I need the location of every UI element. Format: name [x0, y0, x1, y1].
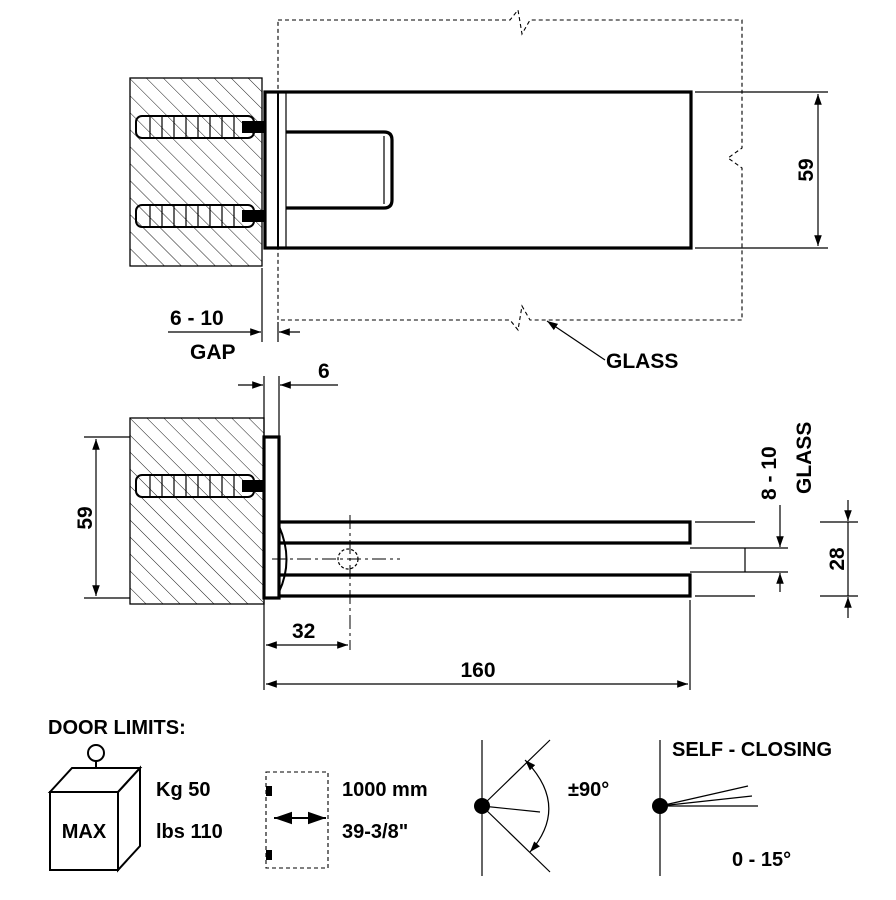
- wall-section-side: [129, 417, 265, 605]
- length-dimension: 160: [460, 659, 495, 682]
- weight-box-icon: [47, 744, 143, 873]
- top-height-dimension: 59: [795, 158, 818, 181]
- door-width-icon: [265, 771, 329, 869]
- side-height-dimension: 59: [74, 506, 97, 529]
- glass-label-side: GLASS: [793, 422, 816, 494]
- hinge-arm-upper: [279, 520, 692, 545]
- top-view: 59 6 - 10 GAP GLASS: [129, 8, 828, 373]
- width-inches: 39-3/8": [342, 821, 408, 843]
- glass-outline-top: [277, 8, 743, 332]
- weight-kg: Kg 50: [156, 779, 210, 801]
- gap-value: 6 - 10: [170, 307, 224, 330]
- wall-anchor-top-1: [135, 115, 264, 139]
- width-mm: 1000 mm: [342, 779, 428, 801]
- hinge-tongue-top: [286, 130, 394, 210]
- slot-dimension: 28: [826, 547, 849, 571]
- max-label: MAX: [62, 821, 107, 843]
- gap-label: GAP: [190, 341, 236, 364]
- pivot-dimension: 32: [292, 620, 315, 643]
- self-closing-range: 0 - 15°: [732, 849, 791, 871]
- wall-anchor-side: [135, 474, 264, 498]
- self-closing-icon: [652, 740, 758, 876]
- door-limits-title: DOOR LIMITS:: [48, 717, 186, 739]
- weight-lbs: lbs 110: [156, 821, 223, 843]
- plate-thickness-dimension: 6: [318, 360, 330, 383]
- wall-anchor-top-2: [135, 204, 264, 228]
- wall-section-top: [129, 77, 263, 267]
- swing-angle: ±90°: [568, 779, 609, 801]
- hinge-arm-lower: [279, 573, 692, 598]
- swing-angle-icon: [474, 739, 551, 876]
- self-closing-label: SELF - CLOSING: [672, 739, 832, 761]
- glass-label-top: GLASS: [606, 350, 678, 373]
- side-view: 6 59 8 - 10 GLASS: [74, 360, 858, 690]
- hinge-body-top: [263, 90, 693, 250]
- hinge-plate-side: [262, 435, 281, 600]
- door-limits: DOOR LIMITS: MAX Kg 50 lbs 110 1000 mm 3…: [47, 717, 832, 876]
- glass-thickness-value: 8 - 10: [758, 446, 781, 500]
- pivot-point: [337, 548, 359, 570]
